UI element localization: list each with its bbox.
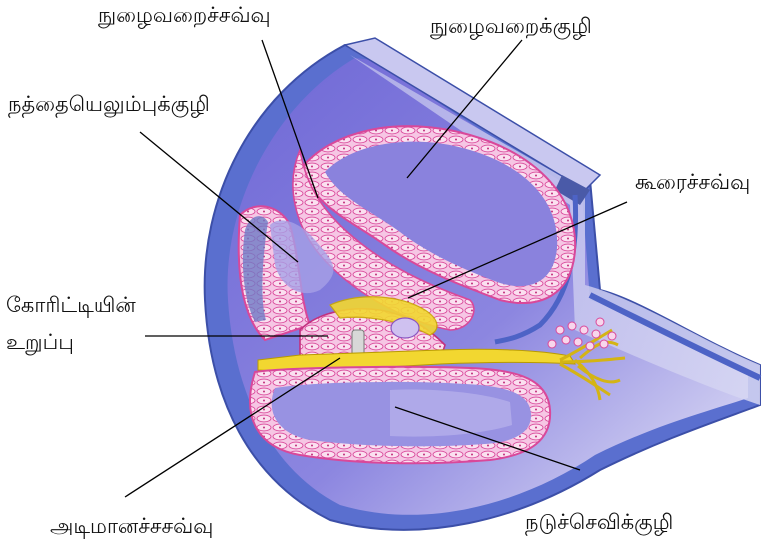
label-scala-vestibuli-membrane: நுழைவறைச்சவ்வு (98, 3, 271, 27)
label-scala-media: நடுச்செவிக்குழி (525, 510, 673, 534)
label-basilar-membrane: அடிமானச்சசவ்வு (50, 514, 213, 538)
label-tectorial-membrane: கூரைச்சவ்வு (635, 170, 750, 194)
label-scala-vestibuli: நுழைவறைக்குழி (430, 14, 592, 38)
label-scala-tympani: நத்தையெலும்புக்குழி (8, 92, 210, 116)
label-organ-of-corti-line1: கோரிட்டியின் (6, 293, 136, 317)
spiral-limbus (391, 318, 419, 338)
label-organ-of-corti-line2: உறுப்பு (6, 330, 74, 354)
